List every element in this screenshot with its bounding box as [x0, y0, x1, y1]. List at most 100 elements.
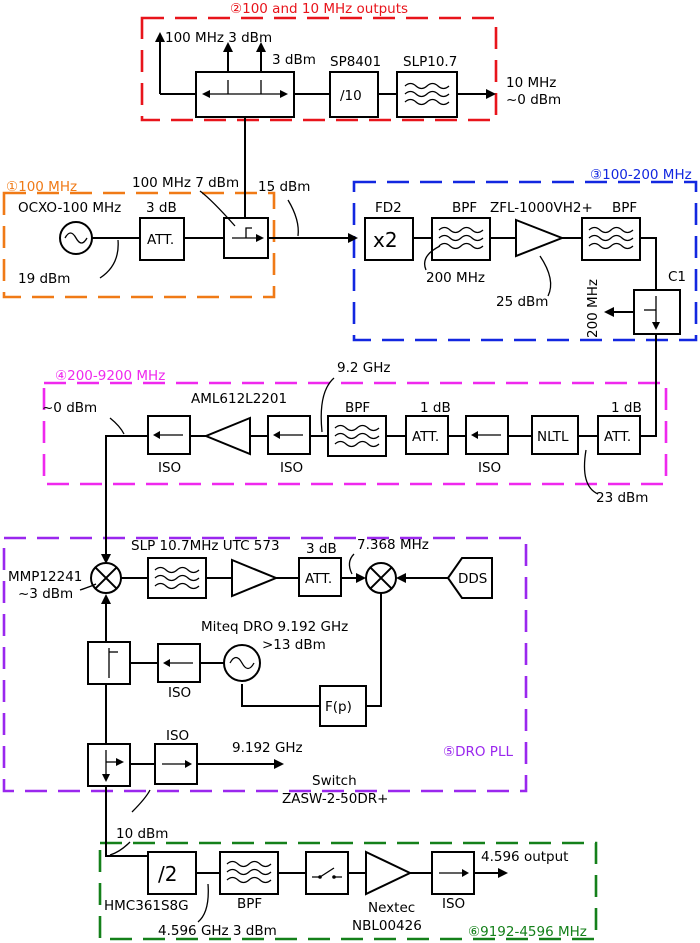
isolator-nltl [465, 415, 509, 455]
svg-text:ATT.: ATT. [305, 571, 332, 587]
label-15dbm: 15 dBm [258, 179, 310, 195]
label-bpf-92ghz: BPF [345, 400, 370, 416]
section-title-100-200: ③100-200 MHz [590, 167, 692, 183]
label-nextec: Nextec [368, 900, 415, 916]
label-mmp12241: MMP12241 [8, 569, 82, 585]
svg-text:ATT.: ATT. [147, 232, 174, 248]
section-title-200-9200: ④200-9200 MHz [55, 368, 165, 384]
label-hmc361: HMC361S8G [104, 898, 189, 914]
section-title-divider: ⑥9192-4596 MHz [468, 924, 587, 940]
label-23dbm: 23 dBm [596, 490, 648, 506]
svg-text:③100-200 MHz: ③100-200 MHz [590, 167, 692, 183]
frequency-divider-hmc361: /2 [147, 851, 197, 895]
nonlinear-transmission-line: NLTL [531, 415, 579, 455]
amplifier-aml612l2201 [203, 416, 251, 456]
label-10dbm: 10 dBm [116, 826, 168, 842]
label-slp-utc: SLP 10.7MHz UTC 573 [131, 538, 280, 554]
svg-text:/2: /2 [158, 862, 177, 886]
lowpass-filter-slp-utc [147, 557, 207, 599]
svg-text:NLTL: NLTL [537, 429, 569, 445]
frequency-doubler-fd2: x2 [364, 217, 414, 261]
section-frame-200-9200 [42, 381, 668, 486]
label-iso-nltl: ISO [478, 460, 501, 476]
bandpass-filter-92ghz [327, 415, 387, 457]
amplifier-nextec [365, 850, 413, 896]
label-iso-4596: ISO [442, 896, 465, 912]
section-frame-outputs [140, 16, 498, 122]
label-1db-right: 1 dB [611, 400, 642, 416]
label-iso-dro: ISO [168, 685, 191, 701]
label-bpf-4596: BPF [237, 896, 262, 912]
isolator-dro [157, 643, 201, 683]
svg-text:②100 and 10 MHz outputs: ②100 and 10 MHz outputs [230, 1, 408, 17]
svg-text:DDS: DDS [458, 571, 487, 587]
section-frame-100mhz [2, 191, 276, 299]
amplifier-zfl [515, 218, 565, 258]
label-9192ghz: 9.192 GHz [232, 740, 303, 756]
label-att-3db-pll: 3 dB [306, 541, 337, 557]
label-25dbm: 25 dBm [496, 294, 548, 310]
coupler-dro [87, 641, 131, 685]
rf-switch [305, 851, 349, 895]
svg-text:/10: /10 [340, 88, 362, 104]
label-iso-output: ISO [158, 460, 181, 476]
loop-filter: F(p) [319, 685, 367, 727]
svg-text:ATT.: ATT. [604, 429, 631, 445]
label-miteq-level: >13 dBm [262, 637, 326, 653]
label-sp8401: SP8401 [330, 54, 381, 70]
section-frame-100-200 [352, 180, 698, 342]
label-92ghz: 9.2 GHz [337, 360, 390, 376]
divider-by-10: /10 [329, 71, 379, 118]
label-bpf-c1: BPF [612, 200, 637, 216]
label-4596ghz: 4.596 GHz 3 dBm [158, 923, 277, 939]
mixer-pll [365, 562, 397, 594]
label-switch: Switch [312, 773, 357, 789]
attenuator-1db-left: ATT. [405, 415, 449, 455]
ocxo-oscillator [59, 221, 93, 255]
svg-text:⑥9192-4596 MHz: ⑥9192-4596 MHz [468, 924, 587, 940]
attenuator-3db: ATT. [139, 217, 185, 261]
label-slp107: SLP10.7 [403, 54, 457, 70]
bandpass-filter-4596 [219, 851, 279, 895]
label-200mhz: 200 MHz [426, 270, 485, 286]
svg-text:④200-9200 MHz: ④200-9200 MHz [55, 368, 165, 384]
section-frame-dro-pll [2, 536, 528, 793]
section-frame-divider [98, 841, 598, 941]
svg-text:⑤DRO PLL: ⑤DRO PLL [443, 744, 513, 760]
svg-text:x2: x2 [373, 228, 398, 252]
label-100mhz-3dbm: 100 MHz 3 dBm [165, 30, 272, 46]
svg-text:ATT.: ATT. [412, 429, 439, 445]
label-200mhz-vertical: 200 MHz [585, 279, 601, 338]
label-10mhz-level: ~0 dBm [506, 92, 561, 108]
label-zero-dbm: ~0 dBm [42, 400, 97, 416]
bandpass-filter-200mhz [431, 217, 491, 261]
directional-coupler-100mhz [223, 217, 269, 259]
label-miteq: Miteq DRO 9.192 GHz [201, 619, 348, 635]
label-aml: AML612L2201 [191, 391, 287, 407]
label-fd2: FD2 [375, 200, 402, 216]
label-3dbm-prescaler: 3 dBm [272, 52, 316, 68]
label-19dbm: 19 dBm [18, 271, 70, 287]
label-iso-amp: ISO [280, 460, 303, 476]
section-title-outputs: ②100 and 10 MHz outputs [230, 1, 408, 17]
label-4596-output: 4.596 output [481, 849, 568, 865]
label-10mhz-output: 10 MHz [506, 75, 556, 91]
label-1db-left: 1 dB [420, 400, 451, 416]
svg-text:F(p): F(p) [325, 699, 352, 715]
label-zfl: ZFL-1000VH2+ [490, 200, 593, 216]
splitter-100mhz [195, 71, 295, 118]
label-c1: C1 [668, 269, 686, 285]
amplifier-utc573 [231, 558, 279, 598]
dds-synthesizer: DDS [446, 557, 493, 599]
isolator-output [147, 415, 191, 455]
mixer-mmp12241 [90, 562, 122, 594]
coupler-output [87, 743, 131, 787]
lowpass-filter-slp107 [396, 71, 458, 118]
label-bpf-200mhz: BPF [452, 200, 477, 216]
bandpass-filter-c1 [581, 217, 641, 261]
label-zasw: ZASW-2-50DR+ [282, 791, 388, 807]
svg-text:①100 MHz: ①100 MHz [6, 179, 77, 195]
attenuator-3db-pll: ATT. [298, 557, 342, 597]
label-100mhz-7dbm: 100 MHz 7 dBm [132, 175, 239, 191]
